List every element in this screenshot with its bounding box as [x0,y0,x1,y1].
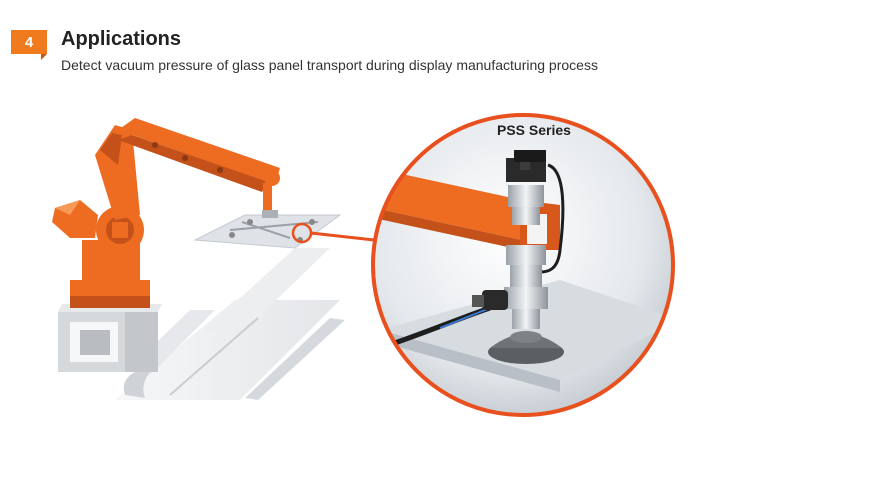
zoom-indicator [291,222,375,244]
pss-sensor [506,150,546,182]
step-number-badge: 4 [11,30,47,60]
robot-arm [52,118,280,308]
section-title: Applications [61,28,182,50]
section-subtitle: Detect vacuum pressure of glass panel tr… [61,57,598,73]
robot-pedestal [58,304,162,372]
glass-panel [193,210,342,249]
pss-series-label: PSS Series [497,122,571,138]
magnified-detail [371,113,675,417]
